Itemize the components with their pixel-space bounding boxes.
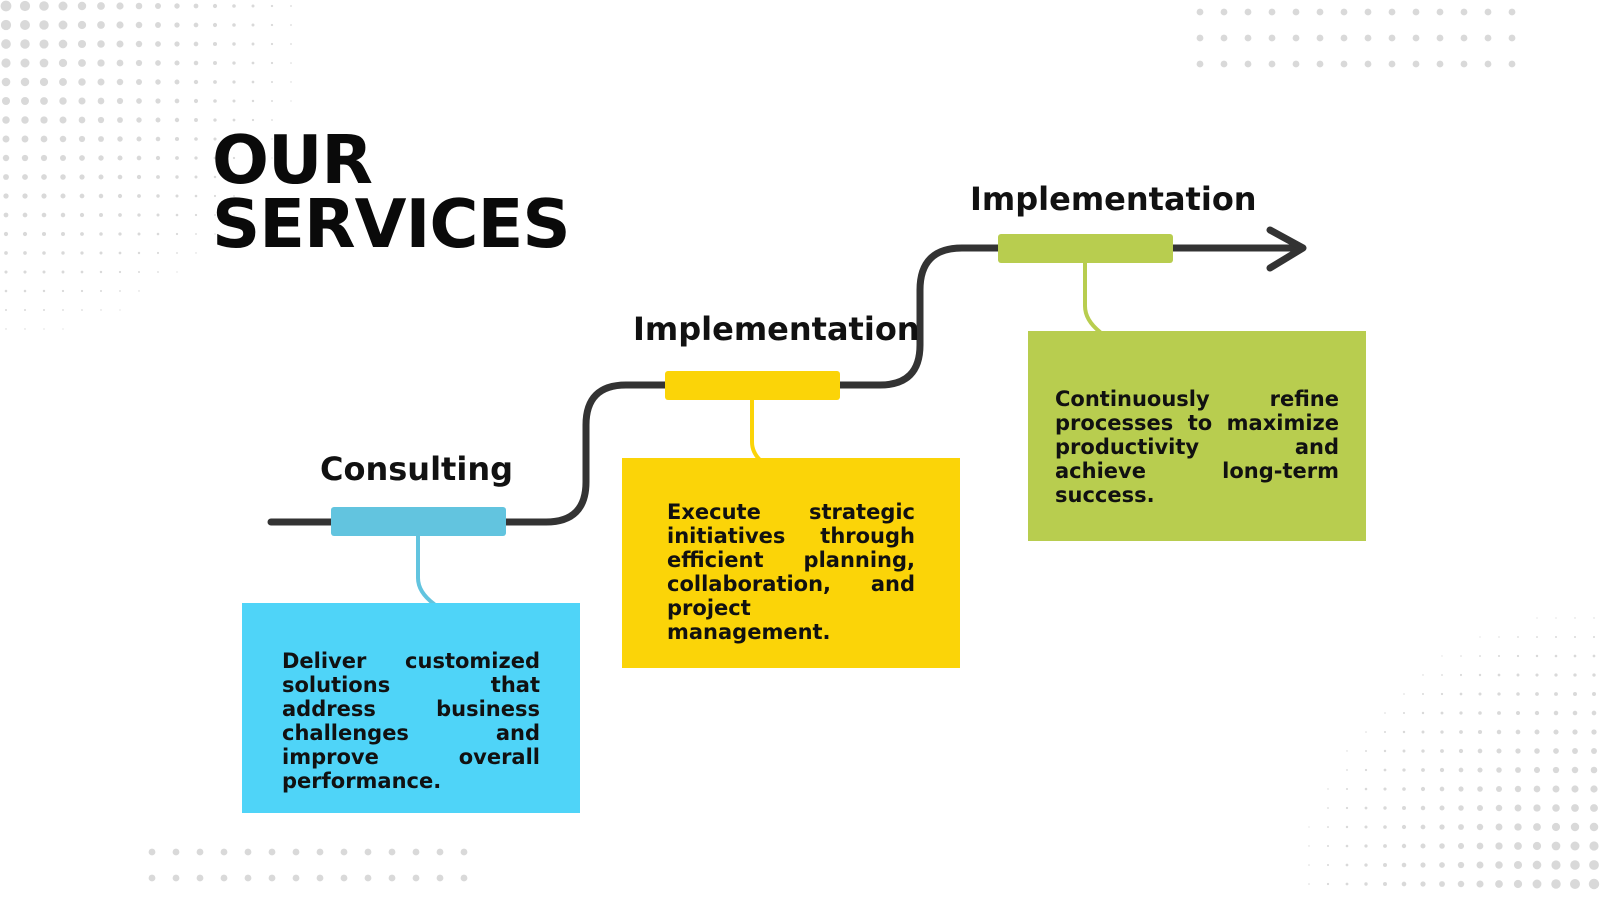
- step-marker-3: [998, 234, 1173, 263]
- step-label-implementation-2: Implementation: [970, 180, 1257, 218]
- connector-line-1: [416, 528, 436, 606]
- connector-line-3: [1083, 256, 1102, 334]
- card-description: Continuously refine processes to maximiz…: [1055, 387, 1339, 507]
- step-marker-1: [331, 507, 506, 536]
- connector-line-2: [750, 394, 762, 462]
- card-description: Execute strategic initiatives through ef…: [667, 500, 915, 644]
- card-description: Deliver customized solutions that addres…: [282, 649, 540, 793]
- title-line-1: OUR: [212, 121, 373, 199]
- step-label-implementation: Implementation: [633, 310, 920, 348]
- arrow-head-icon: [1266, 226, 1307, 272]
- service-card-implementation: Execute strategic initiatives through ef…: [622, 458, 960, 668]
- page-title: OUR SERVICES: [212, 121, 571, 263]
- service-card-consulting: Deliver customized solutions that addres…: [242, 603, 580, 813]
- step-marker-2: [665, 371, 840, 400]
- title-line-2: SERVICES: [212, 185, 571, 263]
- step-label-consulting: Consulting: [320, 450, 513, 488]
- service-card-implementation-2: Continuously refine processes to maximiz…: [1028, 331, 1366, 541]
